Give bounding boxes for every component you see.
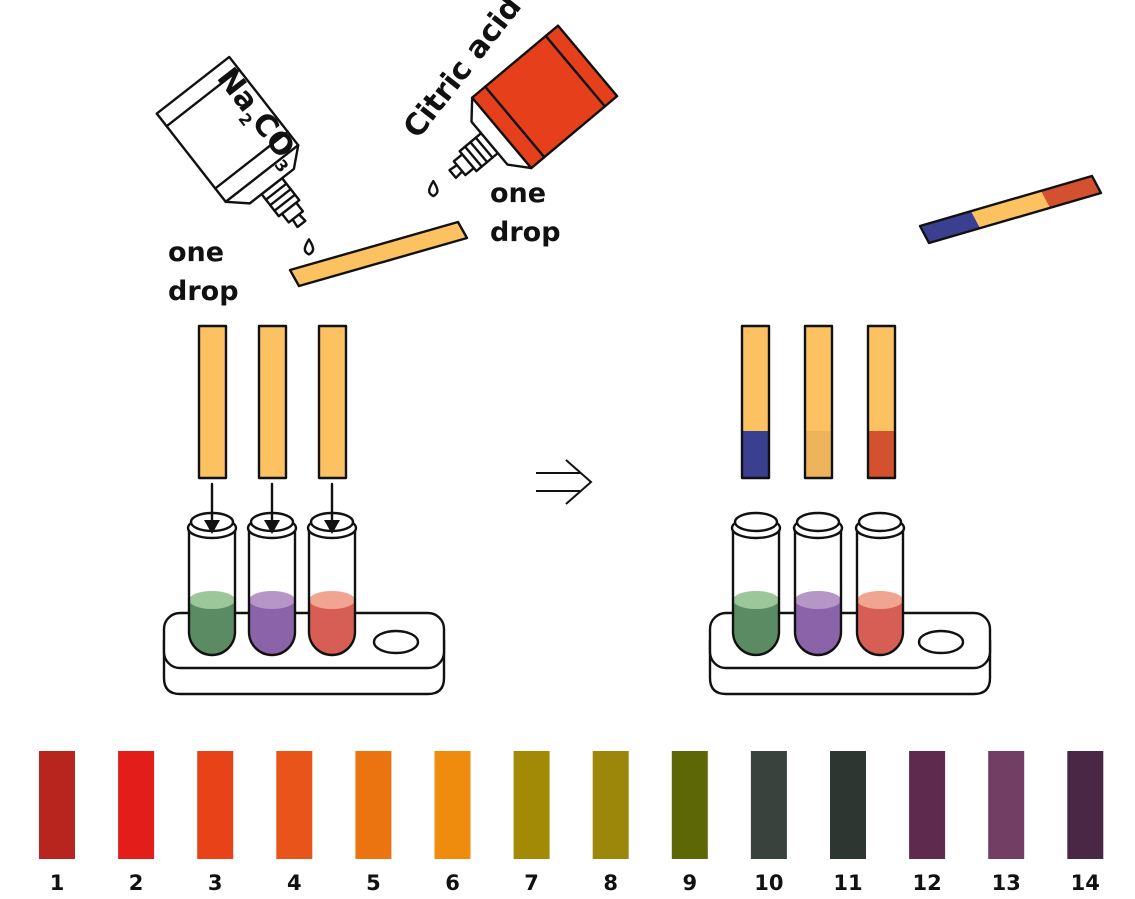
ph-swatch — [513, 751, 550, 859]
liquid-surface — [795, 591, 841, 609]
ph-value-label: 7 — [524, 871, 539, 895]
ph-value-label: 14 — [1071, 871, 1100, 895]
ph-swatch — [671, 751, 708, 859]
ph-swatch — [197, 751, 234, 859]
ph-value-label: 8 — [603, 871, 618, 895]
right-instruction-line2: drop — [490, 217, 561, 248]
ph-swatch — [830, 751, 866, 859]
liquid-surface — [189, 591, 235, 609]
liquid-surface — [733, 591, 779, 609]
ph-value-label: 3 — [208, 871, 223, 895]
liquid-surface — [309, 591, 355, 609]
test-tube — [792, 511, 844, 657]
ph-strip — [317, 324, 348, 480]
implies-arrow-icon — [536, 459, 593, 505]
ph-value-label: 1 — [50, 871, 65, 895]
ph-swatch — [39, 751, 75, 859]
ph-strip-result — [803, 324, 834, 480]
test-tube — [854, 511, 906, 657]
reaction-zone — [868, 431, 895, 478]
ph-value-label: 2 — [129, 871, 144, 895]
ph-strip — [197, 324, 228, 480]
ph-value-label: 13 — [992, 871, 1021, 895]
ph-strip-after — [918, 174, 1103, 245]
ph-swatch — [355, 751, 392, 859]
ph-strip-result — [866, 324, 897, 480]
strips-after-dipping — [740, 324, 897, 480]
ph-swatch — [988, 751, 1025, 859]
ph-value-label: 12 — [912, 871, 941, 895]
ph-strip-result — [740, 324, 771, 480]
ph-value-label: 4 — [287, 871, 302, 895]
strips-before-dipping — [197, 324, 348, 480]
na2co3-dropper-bottle — [155, 55, 315, 256]
ph-swatch — [750, 751, 787, 859]
ph-value-label: 6 — [445, 871, 460, 895]
ph-swatch — [118, 751, 155, 859]
empty-slot — [372, 629, 420, 655]
liquid-surface — [249, 591, 295, 609]
drop-icon — [303, 238, 315, 256]
empty-slot — [917, 629, 965, 655]
test-tube — [730, 511, 782, 657]
liquid-surface — [857, 591, 903, 609]
ph-swatch — [592, 751, 629, 859]
left-instruction-line1: one — [168, 237, 224, 268]
dip-arrows — [204, 482, 340, 534]
citric-acid-dropper-bottle — [427, 24, 619, 198]
ph-value-label: 5 — [366, 871, 381, 895]
ph-swatch — [276, 751, 313, 859]
drop-icon — [427, 179, 439, 198]
test-tube — [246, 511, 298, 657]
ph-strip-before — [288, 220, 469, 288]
test-tube — [186, 511, 238, 657]
reaction-zone — [742, 431, 769, 478]
test-tube — [306, 511, 358, 657]
ph-swatch — [1067, 751, 1104, 859]
ph-swatch — [434, 751, 471, 859]
test-tubes-left — [186, 511, 358, 657]
test-tubes-right — [730, 511, 906, 657]
reaction-zone — [805, 431, 832, 478]
ph-strip — [257, 324, 288, 480]
right-instruction-line1: one — [490, 178, 546, 209]
ph-value-label: 9 — [682, 871, 697, 895]
left-instruction-line2: drop — [168, 276, 239, 307]
ph-value-label: 10 — [754, 871, 783, 895]
ph-value-label: 11 — [833, 871, 862, 895]
ph-swatch — [909, 751, 946, 859]
